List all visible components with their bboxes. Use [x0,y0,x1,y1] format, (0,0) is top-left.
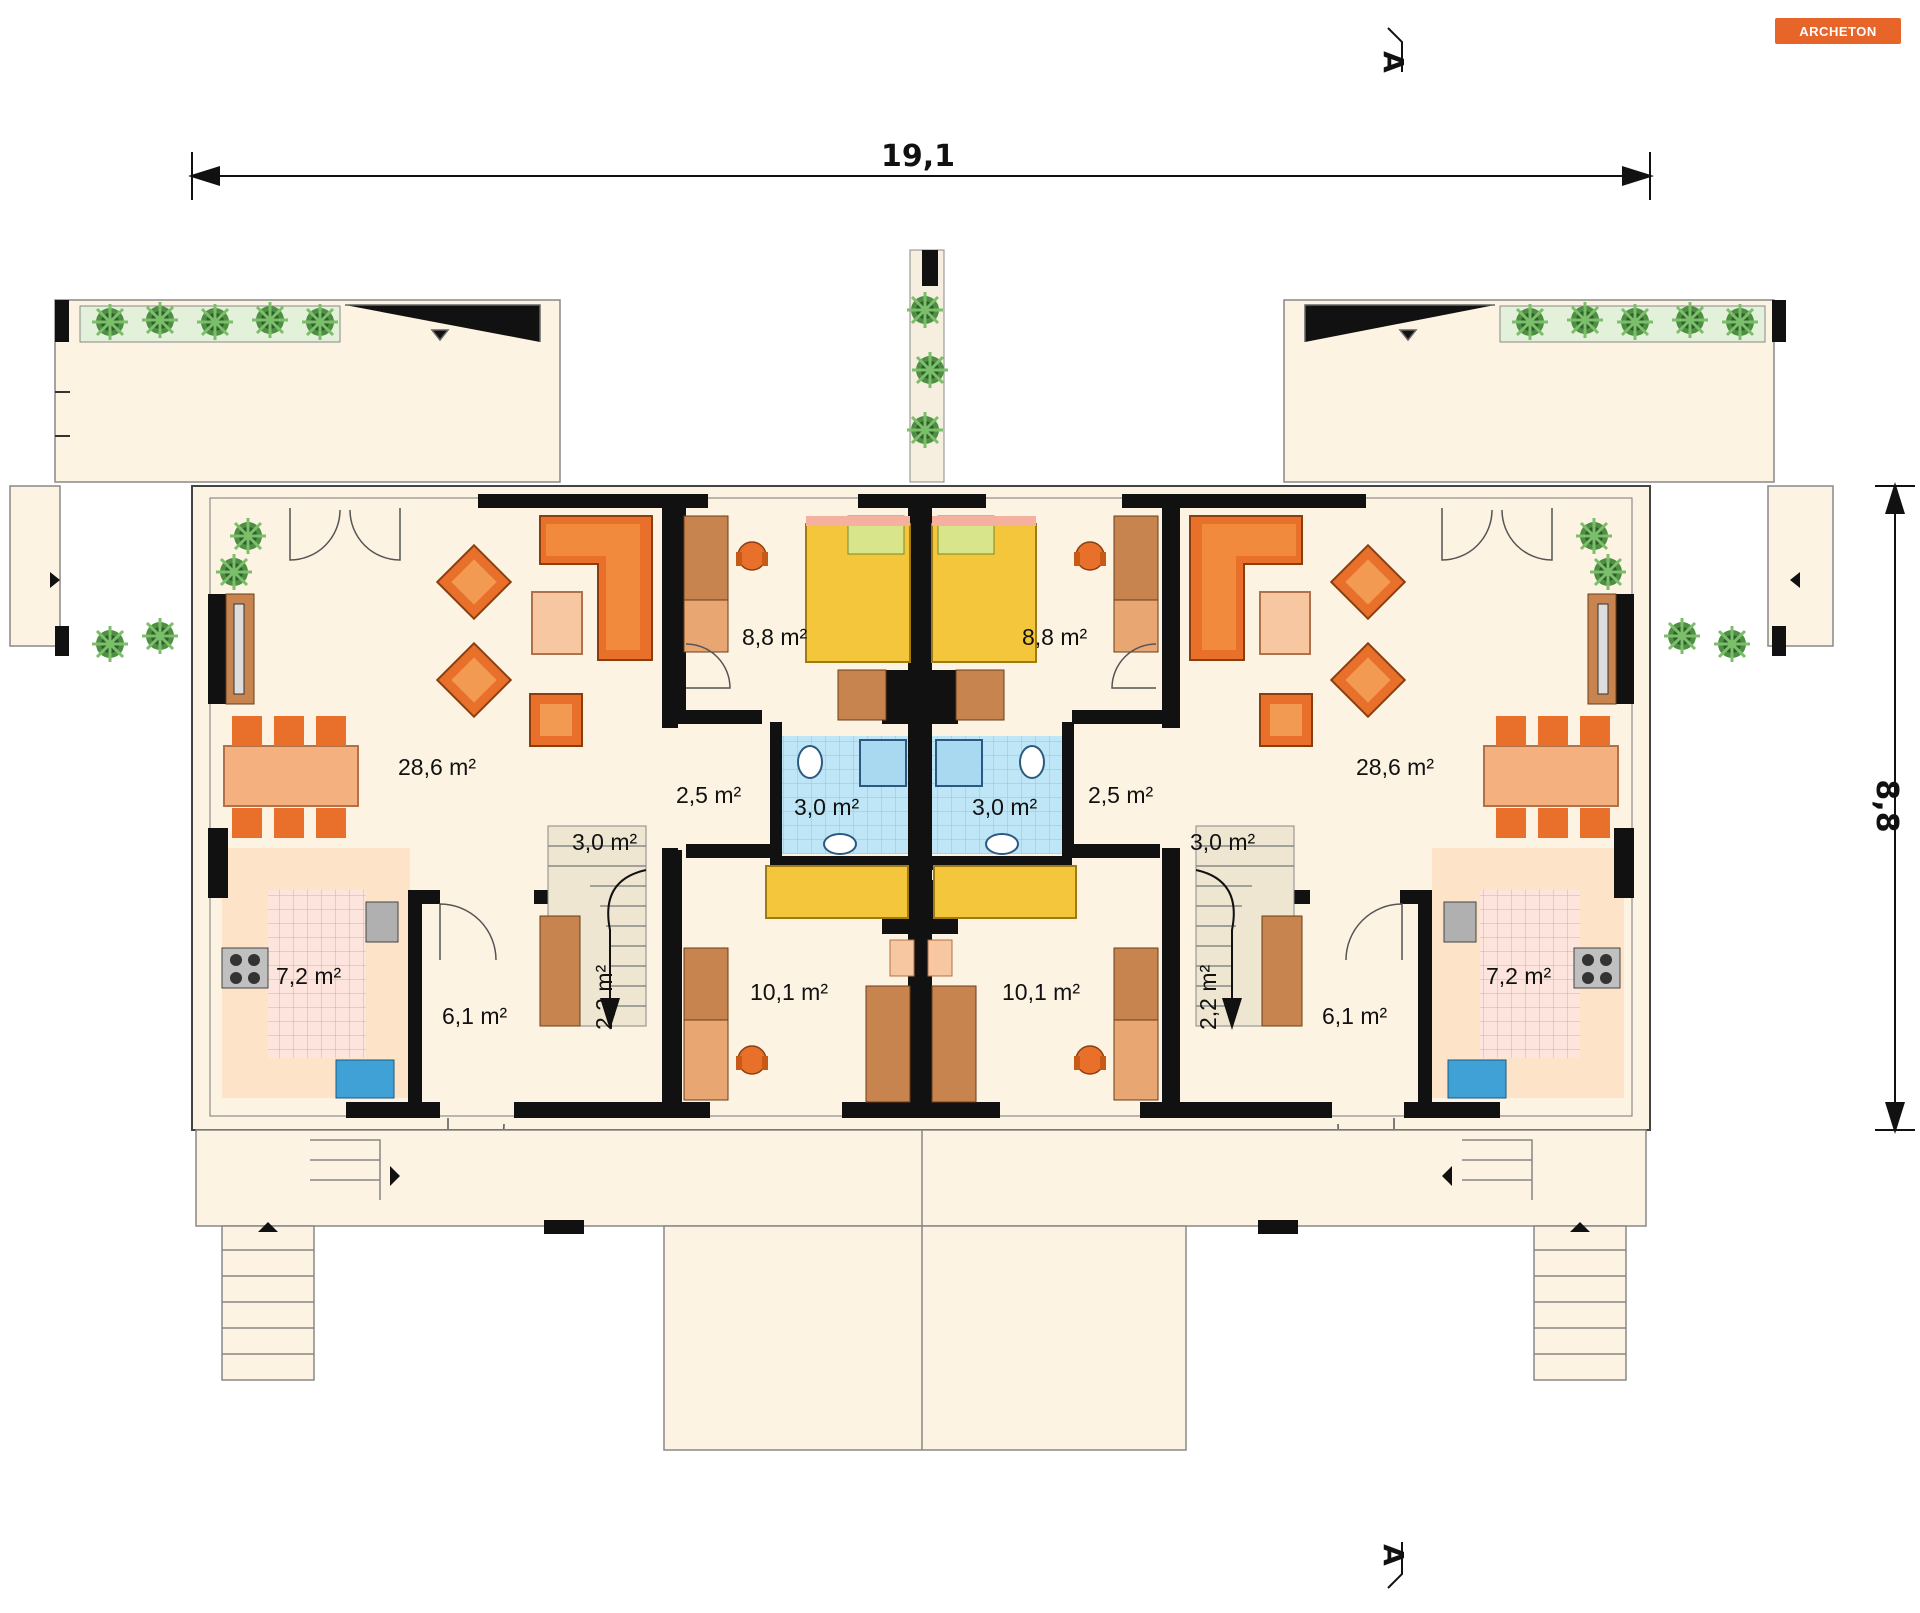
label-left-hall: 6,1 m² [442,1003,508,1029]
label-left-bedroom-bottom: 10,1 m² [750,979,828,1005]
terrace-right [1283,299,1834,656]
label-right-bedroom-top: 8,8 m² [1022,624,1088,650]
logo-text: ARCHETON [1799,23,1877,39]
furniture-left [90,515,915,1103]
section-label-bottom: A [1377,1544,1410,1566]
archeton-logo: ARCHETON [1775,18,1901,44]
section-label-top: A [1377,51,1410,73]
label-left-kitchen: 7,2 m² [276,963,342,989]
room-labels: 28,6 m² 8,8 m² 3,0 m² 2,5 m² 3,0 m² 2,2 … [276,624,1552,1030]
label-right-hall: 6,1 m² [1322,1003,1388,1029]
porch [195,1129,1647,1451]
label-left-bathroom: 3,0 m² [794,794,860,820]
width-label: 19,1 [881,139,955,174]
terrace-left [9,299,561,656]
label-right-corridor: 2,5 m² [1088,782,1154,808]
section-mark-bottom: A [1377,1542,1410,1589]
depth-dimension: 8,8 [1869,482,1915,1134]
label-left-stairs: 3,0 m² [572,829,638,855]
section-mark-top: A [1377,27,1410,73]
label-left-living: 28,6 m² [398,754,476,780]
label-right-kitchen: 7,2 m² [1486,963,1552,989]
label-right-stairs-small: 2,2 m² [1195,964,1221,1030]
width-dimension: 19,1 [188,139,1654,200]
center-planter [905,249,950,483]
label-left-stairs-small: 2,2 m² [591,964,617,1030]
label-right-bedroom-bottom: 10,1 m² [1002,979,1080,1005]
label-right-living: 28,6 m² [1356,754,1434,780]
label-left-bedroom-top: 8,8 m² [742,624,808,650]
label-right-bathroom: 3,0 m² [972,794,1038,820]
depth-label: 8,8 [1869,779,1904,832]
label-right-stairs: 3,0 m² [1190,829,1256,855]
furniture-right [927,515,1752,1103]
label-left-corridor: 2,5 m² [676,782,742,808]
